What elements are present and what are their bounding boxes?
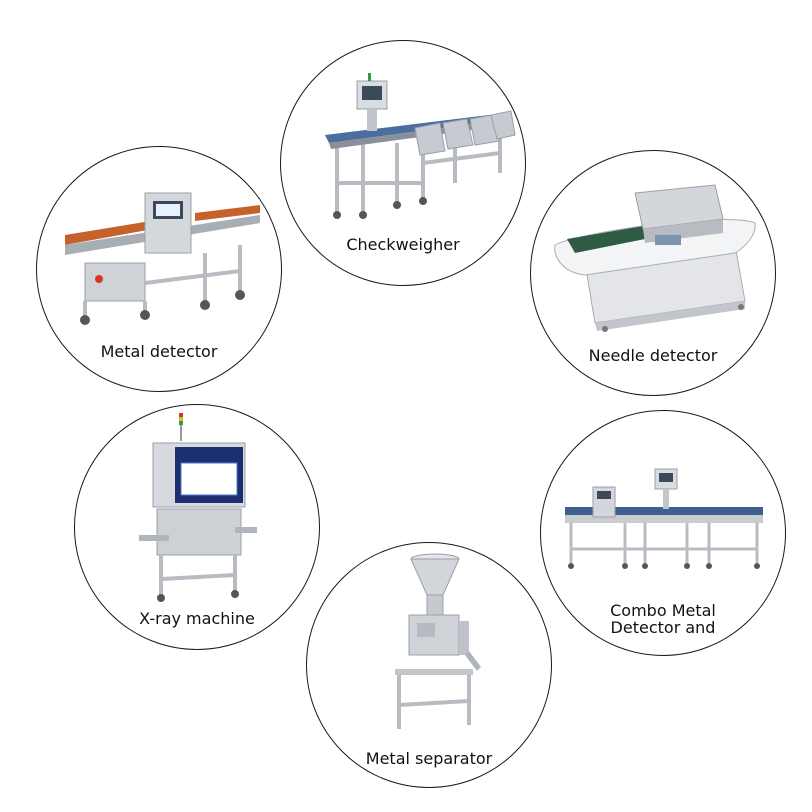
product-label-metal-detector: Metal detector bbox=[100, 342, 218, 361]
product-circle-combo[interactable]: Combo Metal Detector and bbox=[540, 410, 786, 656]
metal-detector-machine-image bbox=[65, 192, 260, 325]
checkweigher-machine-image bbox=[325, 73, 516, 219]
product-circle-checkweigher[interactable]: Checkweigher bbox=[280, 40, 526, 286]
product-label-combo-line1: Combo Metal bbox=[610, 601, 716, 620]
product-circle-needle-detector[interactable]: Needle detector bbox=[530, 150, 776, 396]
product-label-metal-separator: Metal separator bbox=[365, 749, 493, 768]
product-label-needle-detector: Needle detector bbox=[588, 346, 718, 365]
product-circle-metal-detector[interactable]: Metal detector bbox=[36, 146, 282, 392]
product-label-x-ray: X-ray machine bbox=[139, 609, 255, 628]
needle-detector-machine-image bbox=[554, 184, 756, 332]
product-circle-x-ray[interactable]: X-ray machine bbox=[74, 404, 320, 650]
product-circle-metal-separator[interactable]: Metal separator bbox=[306, 542, 552, 788]
metal-separator-machine-image bbox=[395, 553, 481, 729]
combo-machine-image bbox=[565, 468, 763, 569]
product-label-checkweigher: Checkweigher bbox=[346, 235, 460, 254]
x-ray-machine-image bbox=[139, 413, 257, 602]
product-label-combo-line2: Detector and bbox=[610, 618, 716, 637]
